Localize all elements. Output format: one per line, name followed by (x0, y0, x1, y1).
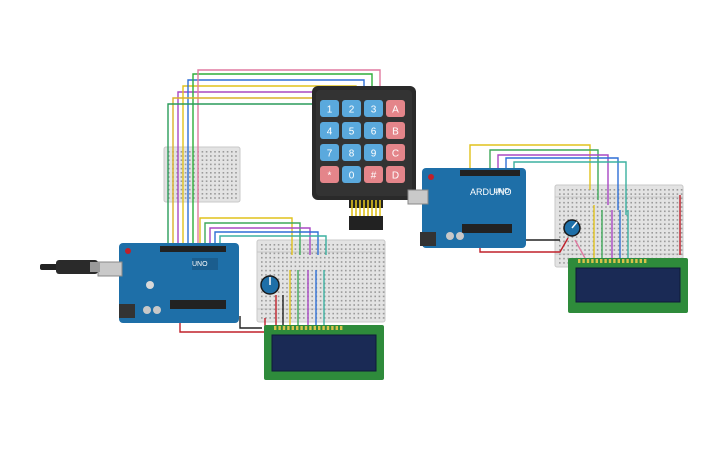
keypad-key-label: 5 (349, 127, 355, 138)
breadboard-left[interactable] (256, 239, 386, 323)
keypad-key-label: 2 (349, 105, 355, 116)
keypad[interactable]: 1 2 3 A 4 5 6 B 7 8 9 C * 0 # D (312, 86, 416, 230)
usb-cable (40, 260, 100, 274)
wires-left (167, 69, 381, 333)
keypad-key-label: 1 (327, 105, 333, 116)
keypad-key-0[interactable] (342, 166, 361, 183)
keypad-key-*[interactable] (320, 166, 339, 183)
arduino-uno-right[interactable]: ARDUINO UNO (407, 168, 526, 248)
breadboard-right[interactable] (554, 184, 684, 268)
lcd-left[interactable] (264, 325, 384, 380)
keypad-key-#[interactable] (364, 166, 383, 183)
keypad-key-label: C (392, 149, 399, 160)
arduino-uno-left[interactable]: UNO (97, 243, 239, 323)
keypad-key-label: 6 (371, 127, 377, 138)
keypad-key-7[interactable] (320, 144, 339, 161)
keypad-key-label: 3 (371, 105, 377, 116)
keypad-key-label: * (328, 171, 332, 182)
keypad-key-label: 8 (349, 149, 355, 160)
potentiometer-right[interactable] (563, 219, 581, 237)
keypad-key-label: 9 (371, 149, 377, 160)
keypad-key-label: D (392, 171, 399, 182)
keypad-key-4[interactable] (320, 122, 339, 139)
lcd-right[interactable] (568, 258, 688, 313)
keypad-key-1[interactable] (320, 100, 339, 117)
keypad-key-D[interactable] (386, 166, 405, 183)
breadboard-small[interactable] (163, 146, 241, 203)
potentiometer-left[interactable] (260, 275, 280, 295)
keypad-key-2[interactable] (342, 100, 361, 117)
arduino-right-maker: ARDUINO (470, 187, 512, 197)
keypad-key-A[interactable] (386, 100, 405, 117)
keypad-key-C[interactable] (386, 144, 405, 161)
arduino-left-brand: UNO (192, 261, 208, 268)
keypad-key-B[interactable] (386, 122, 405, 139)
keypad-key-label: A (392, 105, 399, 116)
keypad-key-label: 0 (349, 171, 355, 182)
keypad-key-label: 7 (327, 149, 333, 160)
keypad-key-label: # (371, 171, 377, 182)
keypad-key-9[interactable] (364, 144, 383, 161)
arduino-right-brand: UNO (494, 188, 510, 195)
keypad-key-8[interactable] (342, 144, 361, 161)
keypad-key-6[interactable] (364, 122, 383, 139)
keypad-key-3[interactable] (364, 100, 383, 117)
keypad-key-label: 4 (327, 127, 333, 138)
keypad-key-5[interactable] (342, 122, 361, 139)
keypad-key-label: B (392, 127, 399, 138)
